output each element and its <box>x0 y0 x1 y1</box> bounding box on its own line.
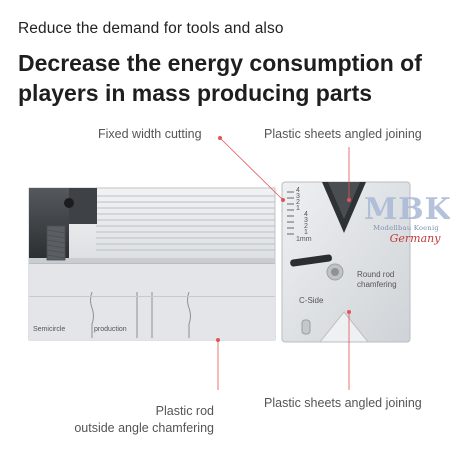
callout-plastic-rod: Plastic rod outside angle chamfering <box>52 403 214 437</box>
label-c-side: C-Side <box>299 296 324 305</box>
watermark-brand: MBK <box>364 192 450 227</box>
subtitle: Reduce the demand for tools and also <box>18 20 284 37</box>
tool-rail <box>28 187 276 341</box>
scale-mark: 3 <box>296 193 300 200</box>
scale-mark: 1 <box>296 205 300 212</box>
scale-mark: 3 <box>304 217 308 224</box>
scale-mark: 1 <box>304 229 308 236</box>
watermark-logo: MBK Modellbau Koenig Germany <box>364 192 450 246</box>
callout-angled-joining-bottom: Plastic sheets angled joining <box>264 396 422 410</box>
callout-dots <box>216 136 351 342</box>
callout-plastic-rod-line2: outside angle chamfering <box>74 421 214 435</box>
label-production: production <box>94 326 127 333</box>
label-round-rod-chamfering: Round rod chamfering <box>357 270 397 289</box>
headline: Decrease the energy consumption of playe… <box>18 50 422 106</box>
scale-mark: 4 <box>296 187 300 194</box>
scale-mark: 4 <box>304 211 308 218</box>
scale-mark: 2 <box>304 223 308 230</box>
callout-plastic-rod-line1: Plastic rod <box>155 404 214 418</box>
watermark-line: Modellbau Koenig <box>373 224 439 232</box>
label-semicircle: Semicircle <box>33 326 66 333</box>
scale-mark: 1mm <box>296 236 312 243</box>
cutting-block <box>281 181 411 343</box>
callout-fixed-width-cutting: Fixed width cutting <box>98 127 202 141</box>
watermark-country: Germany <box>389 232 441 245</box>
callout-lines <box>217 137 350 390</box>
vise-block <box>29 188 97 261</box>
scale-mark: 2 <box>296 199 300 206</box>
callout-angled-joining-top: Plastic sheets angled joining <box>264 127 422 141</box>
